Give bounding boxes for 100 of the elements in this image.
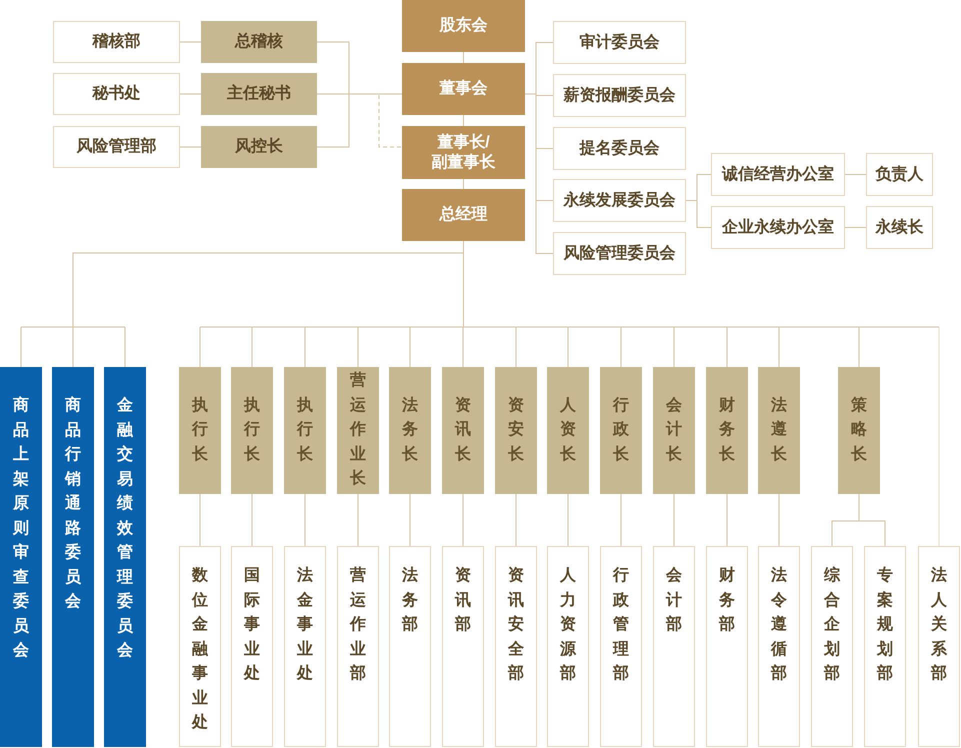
officer-column — [758, 367, 800, 494]
box-label: 董事会 — [440, 79, 488, 99]
column-label: 营运作业长 — [350, 370, 366, 490]
box-label: 主任秘书 — [227, 84, 291, 104]
column-label: 策略长 — [851, 396, 867, 465]
department-column — [600, 546, 642, 747]
column-label: 法令遵循部 — [771, 566, 787, 684]
connector-line — [462, 326, 464, 368]
department-column — [547, 546, 589, 747]
box-label: 风控长 — [235, 137, 283, 157]
officer-box — [201, 21, 317, 63]
column-label: 行政长 — [613, 396, 629, 465]
unit-box — [53, 126, 180, 168]
department-column — [653, 546, 695, 747]
dashed-connector-line — [316, 94, 402, 148]
connector-line — [20, 326, 22, 368]
officer-column — [284, 367, 326, 494]
officer-box — [201, 126, 317, 168]
connector-line — [462, 494, 464, 546]
box-label: 审计委员会 — [580, 32, 660, 52]
unit-box — [711, 153, 845, 196]
column-label: 资讯长 — [455, 396, 471, 465]
officer-column — [547, 367, 589, 494]
department-column — [337, 546, 379, 747]
department-column — [442, 546, 484, 747]
officer-column — [231, 367, 273, 494]
department-column — [284, 546, 326, 747]
unit-box — [553, 74, 686, 117]
box-label: 诚信经营办公室 — [722, 164, 834, 184]
officer-column — [653, 367, 695, 494]
unit-box — [711, 206, 845, 249]
connector-line — [620, 494, 622, 546]
connector-line — [316, 94, 350, 148]
connector-line — [524, 94, 554, 254]
box-label: 稽核部 — [92, 32, 140, 52]
column-label: 营运作业部 — [350, 566, 366, 684]
unit-box — [53, 21, 180, 63]
governance-box — [402, 126, 525, 179]
connector-line — [316, 42, 350, 94]
column-label: 法遵长 — [771, 396, 787, 465]
connector-line — [463, 52, 464, 64]
officer-column — [442, 367, 484, 494]
column-label: 执行长 — [192, 396, 208, 465]
connector-line — [844, 174, 866, 175]
box-label: 负责人 — [876, 164, 924, 184]
box-label: 董事长/副董事长 — [430, 132, 496, 172]
unit-box — [553, 127, 686, 170]
box-label: 企业永续办公室 — [722, 218, 834, 238]
connector-line — [858, 494, 886, 546]
connector-line — [778, 326, 780, 368]
box-label: 永续发展委员会 — [564, 190, 676, 210]
department-column — [179, 546, 221, 747]
unit-box — [553, 232, 686, 275]
column-label: 法人关系部 — [931, 566, 947, 684]
column-label: 国际事业处 — [244, 566, 260, 684]
column-label: 金融交易绩效管理委员会 — [117, 396, 133, 661]
officer-column — [495, 367, 537, 494]
box-label: 提名委员会 — [580, 138, 660, 158]
unit-box — [53, 73, 180, 115]
department-column — [811, 546, 853, 747]
officer-column — [600, 367, 642, 494]
column-label: 财务部 — [719, 566, 735, 635]
column-label: 商品上架原则审查委员会 — [13, 395, 29, 661]
column-label: 行政管理部 — [613, 566, 629, 684]
column-label: 商品行销通路委员会 — [65, 395, 81, 612]
column-label: 资安长 — [508, 396, 524, 465]
officer-column — [337, 367, 379, 494]
box-label: 风险管理部 — [76, 137, 156, 157]
connector-line — [180, 146, 202, 148]
column-label: 执行长 — [244, 396, 260, 465]
column-label: 人资长 — [560, 396, 576, 465]
connector-line — [124, 326, 126, 368]
connector-line — [938, 326, 940, 546]
column-label: 法务部 — [402, 566, 418, 635]
officer-column — [706, 367, 748, 494]
column-label: 人力资源部 — [560, 566, 576, 684]
column-label: 资讯部 — [455, 566, 471, 635]
column-label: 会计部 — [666, 566, 682, 635]
connector-line — [304, 326, 306, 368]
connector-line — [726, 494, 728, 546]
column-label: 专案规划部 — [877, 565, 893, 684]
connector-line — [463, 178, 464, 190]
department-column — [231, 546, 273, 747]
column-label: 会计长 — [666, 396, 682, 465]
connector-line — [844, 227, 866, 228]
connector-line — [686, 200, 712, 228]
connector-line — [620, 326, 622, 368]
unit-box — [866, 153, 933, 196]
box-label: 总经理 — [440, 205, 488, 225]
connector-line — [304, 494, 306, 546]
box-label: 秘书处 — [92, 84, 140, 104]
department-column — [706, 546, 748, 747]
box-label: 风险管理委员会 — [564, 244, 676, 264]
connector-line — [778, 494, 780, 546]
column-label: 财务长 — [719, 396, 735, 465]
officer-box — [201, 73, 317, 115]
governance-box — [402, 189, 525, 241]
column-label: 数位金融事业处 — [192, 566, 208, 733]
column-label: 资讯安全部 — [508, 566, 524, 684]
box-label: 永续长 — [876, 218, 924, 238]
